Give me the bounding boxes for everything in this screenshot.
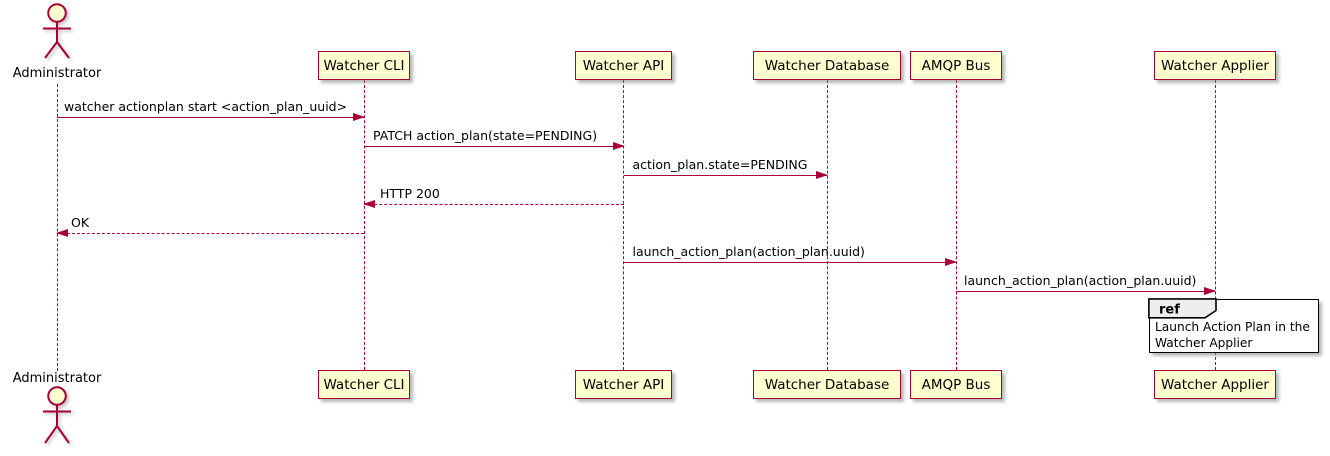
actor-icon	[43, 386, 71, 444]
message-label: action_plan.state=PENDING	[632, 157, 808, 172]
message-label: PATCH action_plan(state=PENDING)	[373, 128, 598, 143]
arrowhead-icon	[353, 113, 365, 121]
arrowhead-icon	[363, 200, 375, 208]
ref-tag-icon: ref	[1148, 298, 1218, 319]
lifeline-administrator	[56, 84, 58, 371]
message-label: launch_action_plan(action_plan.uuid)	[632, 244, 865, 259]
message-line	[57, 233, 364, 234]
message-line	[623, 262, 956, 263]
participant-watcher-api-top: Watcher API	[575, 51, 672, 80]
participant-watcher-cli-bottom: Watcher CLI	[318, 370, 410, 399]
participant-watcher-applier-top: Watcher Applier	[1154, 51, 1276, 80]
ref-text-line: Launch Action Plan in the	[1155, 320, 1310, 334]
participant-watcher-applier-bottom: Watcher Applier	[1154, 370, 1276, 399]
ref-fragment: ref Launch Action Plan in the Watcher Ap…	[1148, 298, 1319, 353]
arrowhead-icon	[1204, 287, 1216, 295]
participant-watcher-database-top: Watcher Database	[753, 51, 901, 80]
participant-amqp-bus-top: AMQP Bus	[910, 51, 1002, 80]
arrowhead-icon	[945, 258, 957, 266]
participant-watcher-database-bottom: Watcher Database	[753, 370, 901, 399]
participant-watcher-cli-top: Watcher CLI	[318, 51, 410, 80]
actor-label-bottom: Administrator	[12, 371, 102, 386]
lifeline-watcher-cli	[363, 80, 365, 370]
message-line	[57, 117, 364, 118]
arrowhead-icon	[816, 171, 828, 179]
lifeline-watcher-database	[826, 80, 828, 370]
message-label: OK	[71, 215, 90, 230]
message-line	[623, 175, 827, 176]
arrowhead-icon	[612, 142, 625, 150]
message-line	[364, 146, 624, 147]
message-line	[364, 204, 624, 205]
message-label: launch_action_plan(action_plan.uuid)	[964, 273, 1197, 288]
participant-watcher-api-bottom: Watcher API	[575, 370, 672, 399]
actor-label-top: Administrator	[12, 66, 102, 81]
arrowhead-icon	[56, 229, 68, 237]
actor-icon	[43, 3, 71, 59]
ref-text: Launch Action Plan in the Watcher Applie…	[1155, 320, 1310, 351]
message-label: watcher actionplan start <action_plan_uu…	[64, 99, 348, 114]
lifeline-watcher-api	[623, 80, 624, 370]
participant-amqp-bus-bottom: AMQP Bus	[910, 370, 1002, 399]
message-line	[956, 291, 1215, 292]
message-label: HTTP 200	[380, 186, 440, 201]
ref-text-line: Watcher Applier	[1155, 335, 1253, 350]
lifeline-watcher-applier	[1214, 80, 1216, 370]
ref-tag-label: ref	[1159, 303, 1180, 318]
lifeline-amqp-bus	[955, 80, 957, 370]
